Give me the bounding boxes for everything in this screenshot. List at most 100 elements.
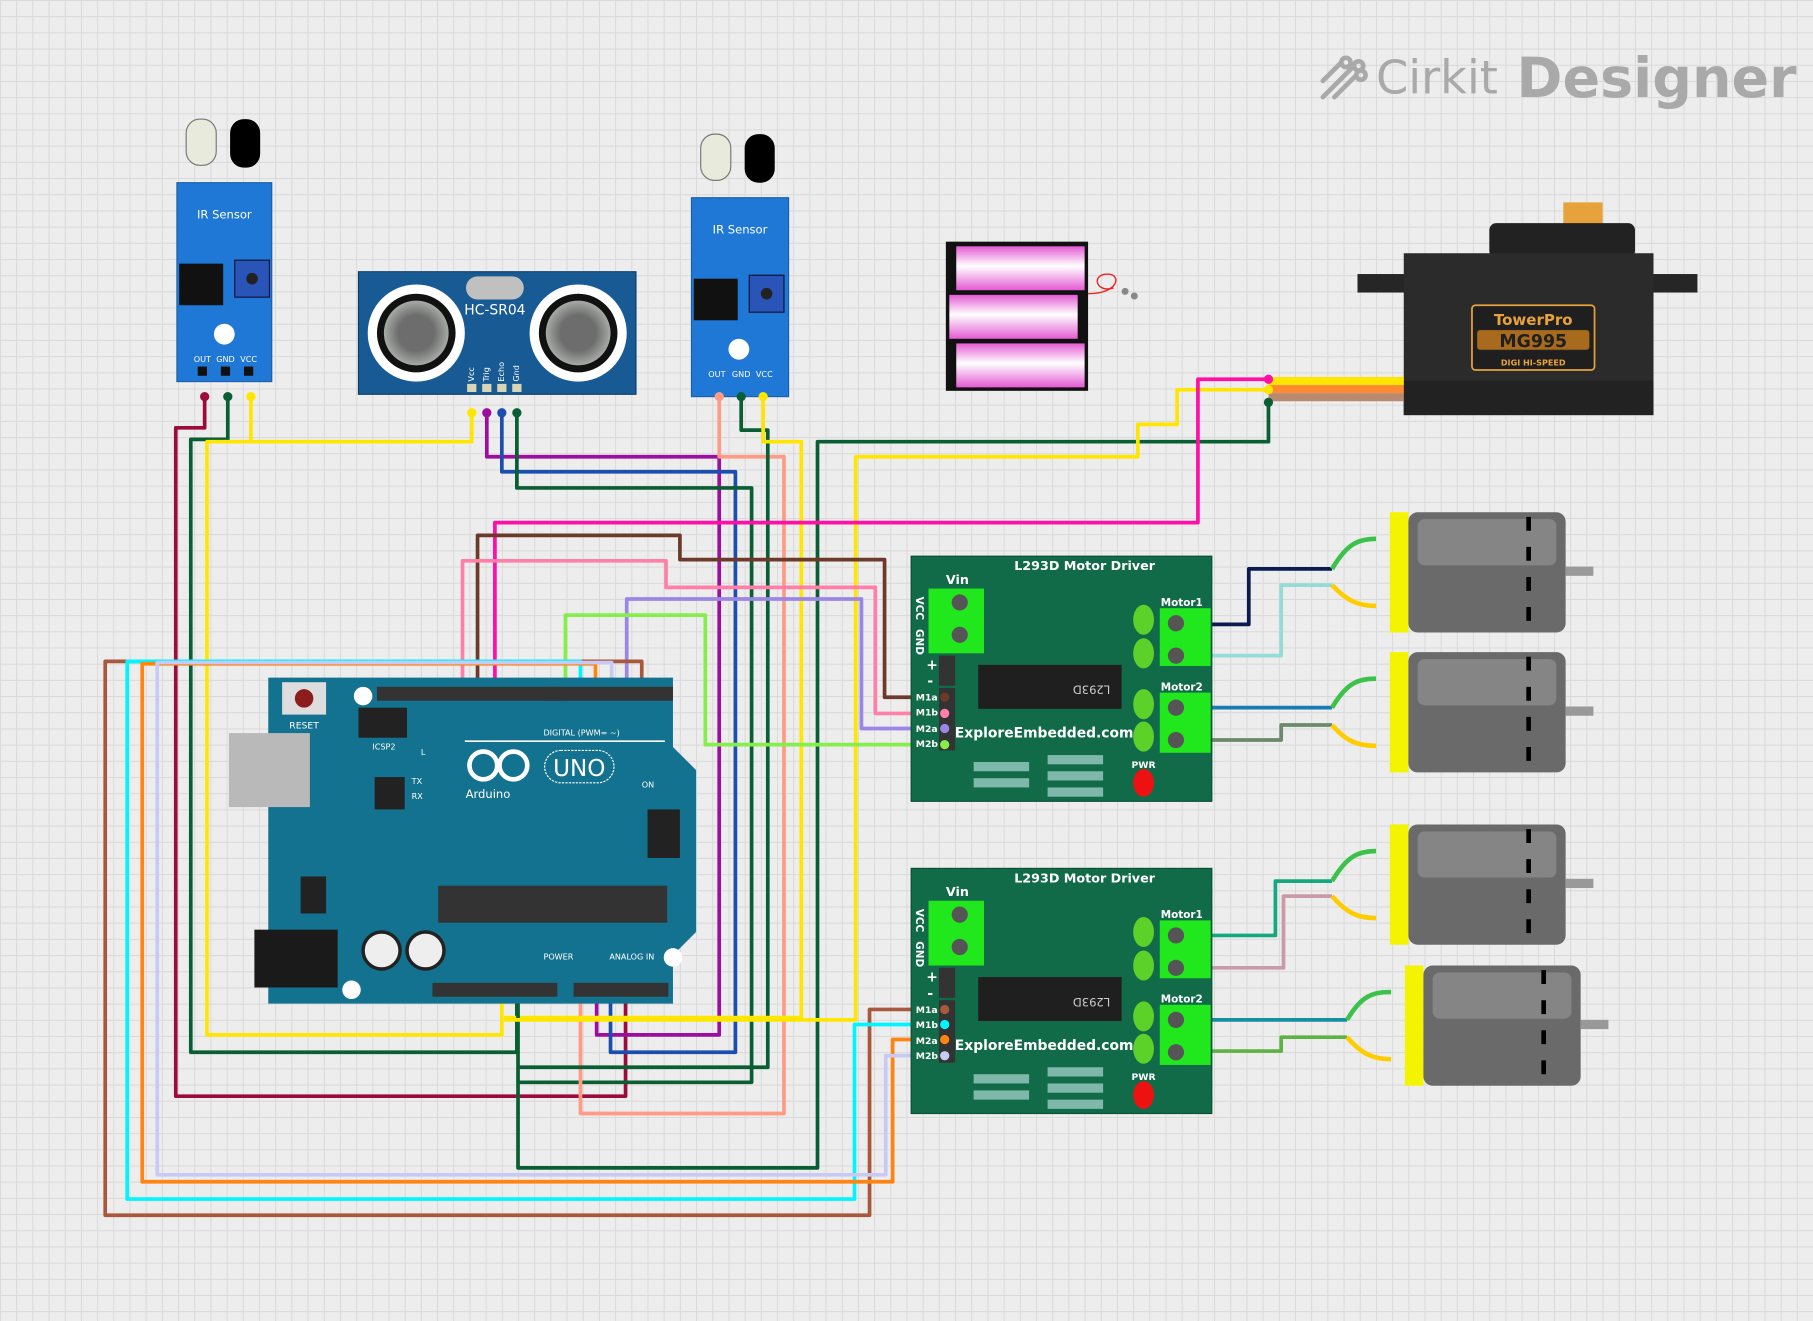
driver1-gnd: GND	[913, 629, 925, 655]
wire-servo-vcc[interactable]	[504, 387, 1269, 1022]
arduino-brand: Arduino	[466, 787, 511, 801]
wire-ir1-vcc[interactable]	[249, 396, 474, 444]
dc-motor-1[interactable]	[1389, 512, 1594, 633]
driver2-minus: -	[927, 986, 933, 1002]
driver2-m1a: M1a	[916, 1005, 938, 1016]
ir-sensor-2[interactable]: IR Sensor OUT GND VCC	[690, 133, 790, 398]
wire-d3-m2b2[interactable]	[155, 660, 945, 1177]
wire-d6-m2b[interactable]	[563, 613, 945, 747]
led-tx: TX	[411, 776, 423, 786]
driver1-m2a: M2a	[916, 724, 938, 735]
arduino-uno[interactable]: RESET ICSP2 DIGITAL (PWM= ~) UNO Arduino…	[228, 677, 697, 1004]
battery-pack[interactable]	[945, 241, 1138, 391]
ir-sensor-2-label: IR Sensor	[713, 223, 768, 237]
driver2-motor1: Motor1	[1161, 909, 1203, 921]
wire-d1-m1a2[interactable]	[103, 659, 945, 1218]
hc-pin-trig: Trig	[481, 367, 491, 382]
driver1-minus: -	[927, 674, 933, 690]
hc-pin-echo: Echo	[496, 362, 506, 382]
driver1-chip: L293D	[1073, 683, 1110, 697]
driver1-title: L293D Motor Driver	[1014, 558, 1155, 573]
driver2-motor2: Motor2	[1161, 994, 1203, 1006]
dc-motor-2[interactable]	[1389, 652, 1594, 773]
wire-ir2-vcc[interactable]	[504, 396, 804, 1020]
driver2-vcc: VCC	[913, 909, 925, 932]
wire-ir1-out[interactable]	[173, 396, 628, 1099]
driver1-pwr: PWR	[1132, 760, 1156, 771]
driver1-m1a: M1a	[916, 693, 938, 704]
cirkit-designer-logo: Cirkit Designer	[1318, 46, 1796, 111]
led-l: L	[421, 747, 426, 757]
driver2-m2b: M2b	[916, 1051, 939, 1062]
driver2-gnd: GND	[913, 941, 925, 967]
driver1-motor1: Motor1	[1161, 597, 1203, 609]
driver2-pwr: PWR	[1132, 1072, 1156, 1083]
driver1-plus: +	[926, 657, 938, 673]
driver2-vin: Vin	[946, 884, 969, 899]
analog-label: ANALOG IN	[609, 952, 654, 962]
wire-servo-signal[interactable]	[493, 377, 1269, 692]
brand-name: Cirkit	[1375, 52, 1498, 106]
driver1-vin: Vin	[946, 572, 969, 587]
wire-drv2-m1a[interactable]	[1202, 879, 1333, 938]
wire-d11-m1a[interactable]	[475, 533, 945, 700]
arduino-model: UNO	[553, 756, 605, 782]
hc-sr04-label: HC-SR04	[464, 303, 525, 319]
hc-sr04-sensor[interactable]: HC-SR04 Vcc Trig Echo Gnd	[357, 271, 637, 395]
wire-drv2-m1b[interactable]	[1202, 894, 1333, 970]
circuit-traces-icon	[1320, 55, 1368, 100]
product-name: Designer	[1516, 46, 1797, 112]
wire-ir2-out[interactable]	[578, 396, 786, 1116]
driver2-plus: +	[926, 970, 938, 986]
servo-model: MG995	[1499, 332, 1567, 352]
ir-sensor-1[interactable]: IR Sensor OUT GND VCC	[176, 118, 273, 383]
wire-ir2-gnd[interactable]	[516, 396, 770, 1070]
driver1-site: ExploreEmbedded.com	[955, 726, 1134, 742]
wire-hc-gnd[interactable]	[515, 413, 754, 1085]
wire-d2-m2a[interactable]	[624, 597, 945, 731]
driver2-m1b: M1b	[916, 1020, 939, 1031]
driver2-m2a: M2a	[916, 1036, 938, 1047]
hc-pin-gnd: Gnd	[511, 365, 521, 382]
hc-pin-vcc: Vcc	[466, 367, 476, 381]
reset-label: RESET	[289, 720, 319, 731]
ir1-pin-out: OUT	[194, 354, 211, 364]
wire-drv2-m2b[interactable]	[1202, 1035, 1348, 1053]
driver1-motor2: Motor2	[1161, 681, 1203, 693]
driver1-m2b: M2b	[916, 739, 939, 750]
ir1-pin-gnd: GND	[216, 354, 235, 364]
icsp2-label: ICSP2	[372, 741, 395, 751]
dc-motor-3[interactable]	[1389, 824, 1594, 945]
on-label: ON	[642, 779, 654, 789]
ir2-pin-vcc: VCC	[756, 369, 773, 379]
power-label: POWER	[543, 952, 573, 962]
digital-label: DIGITAL (PWM= ~)	[543, 727, 619, 737]
driver1-vcc: VCC	[913, 597, 925, 620]
ir-sensor-1-label: IR Sensor	[197, 208, 252, 222]
servo-subtitle: DIGI HI-SPEED	[1501, 357, 1566, 367]
wire-drv1-m1b[interactable]	[1202, 583, 1333, 658]
wire-5v-bus[interactable]	[205, 439, 504, 1037]
wires	[103, 377, 1348, 1218]
motor-driver-2[interactable]: L293D Motor Driver Vin VCC GND + - M1a M…	[910, 867, 1213, 1115]
wire-drv1-m2b[interactable]	[1202, 723, 1333, 742]
wire-servo-gnd[interactable]	[516, 402, 1271, 1170]
servo-brand: TowerPro	[1494, 311, 1573, 329]
led-rx: RX	[412, 791, 424, 801]
driver1-m1b: M1b	[916, 708, 939, 719]
dc-motor-4[interactable]	[1404, 965, 1609, 1086]
wire-d12-m1b[interactable]	[460, 558, 945, 716]
driver2-chip: L293D	[1073, 995, 1110, 1009]
motor-leads	[1330, 536, 1392, 1062]
driver2-title: L293D Motor Driver	[1014, 870, 1155, 885]
motor-driver-1[interactable]: L293D Motor Driver Vin VCC GND + - M1a M…	[910, 555, 1213, 802]
wire-hc-echo[interactable]	[499, 413, 738, 1055]
ir1-pin-vcc: VCC	[240, 354, 257, 364]
ir2-pin-out: OUT	[708, 369, 725, 379]
driver2-site: ExploreEmbedded.com	[955, 1038, 1134, 1054]
ir2-pin-gnd: GND	[732, 369, 751, 379]
servo-mg995[interactable]: TowerPro MG995 DIGI HI-SPEED	[1357, 202, 1698, 416]
wire-drv1-m1a[interactable]	[1202, 567, 1333, 627]
